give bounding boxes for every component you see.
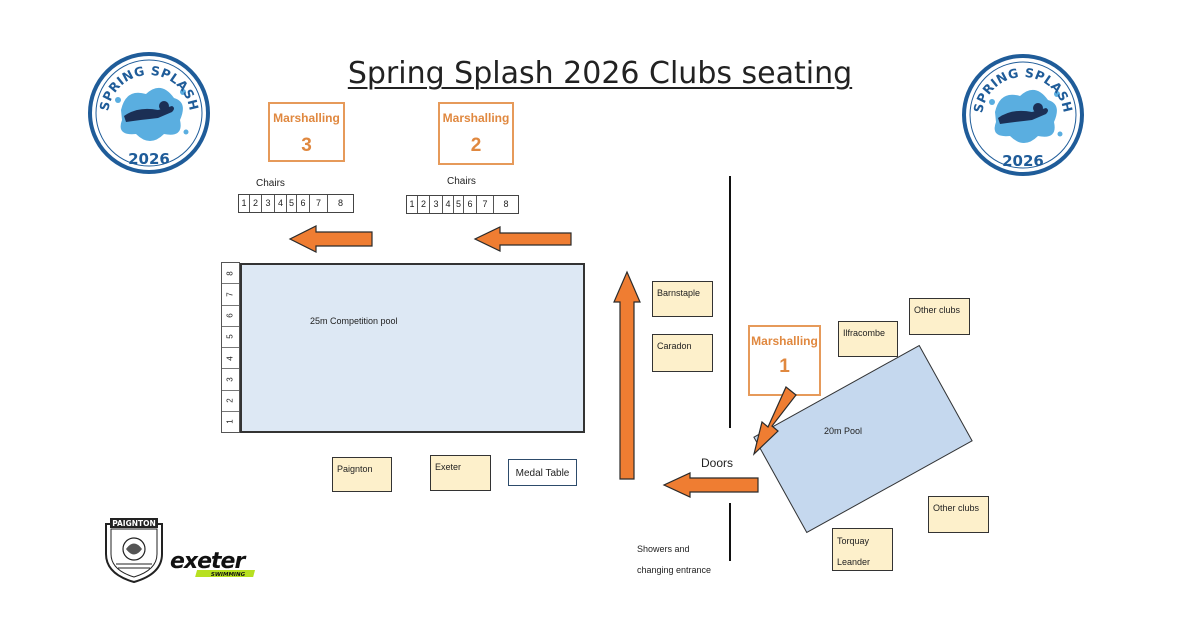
arrow-up-poolside [613, 270, 641, 480]
chair-cell: 1 [407, 196, 418, 213]
chair-cell: 5 [454, 196, 464, 213]
chair-cell: 7 [477, 196, 494, 213]
marshalling-2-box: Marshalling 2 [438, 102, 514, 165]
lane-cell: 5 [222, 327, 239, 348]
lane-cell: 4 [222, 348, 239, 370]
small-pool-label: 20m Pool [824, 426, 863, 436]
spring-splash-logo-left: SPRING SPLASH 2026 [86, 50, 212, 176]
wall-lower [729, 503, 731, 561]
showers-label: Showers and changing entrance [637, 539, 737, 581]
club-barnstaple: Barnstaple [652, 281, 713, 317]
club-other-clubs-bottom: Other clubs [928, 496, 989, 533]
arrow-left-doors [662, 472, 759, 498]
medal-table: Medal Table [508, 459, 577, 486]
chair-cell: 6 [297, 195, 310, 212]
club-ilfracombe: Ilfracombe [838, 321, 898, 357]
page-title: Spring Splash 2026 Clubs seating [347, 56, 853, 91]
club-caradon: Caradon [652, 334, 713, 372]
svg-text:SWIMMING: SWIMMING [211, 572, 246, 578]
chair-cell: 5 [287, 195, 297, 212]
spring-splash-logo-right: SPRING SPLASH 2026 [960, 52, 1086, 178]
lane-cell: 1 [225, 419, 235, 425]
competition-pool-label: 25m Competition pool [310, 316, 398, 326]
showers-line2: changing entrance [637, 565, 712, 575]
svg-text:2026: 2026 [128, 150, 170, 168]
lane-cell: 8 [222, 263, 239, 285]
chair-cell: 6 [464, 196, 477, 213]
showers-line1: Showers and [637, 544, 690, 554]
lane-cell: 2 [222, 391, 239, 412]
arrow-left-marshalling-3 [288, 225, 373, 253]
club-paignton: Paignton [332, 457, 392, 492]
chair-cell: 8 [337, 198, 343, 208]
marshalling-3-number: 3 [301, 135, 312, 156]
chair-cell: 3 [430, 196, 443, 213]
chairs-label-right: Chairs [447, 176, 476, 187]
chairs-row-left: 1 2 3 4 5 6 7 8 [238, 194, 354, 213]
club-torquay-leander: Torquay Leander [832, 528, 893, 571]
doors-label: Doors [701, 456, 734, 470]
lane-cell: 7 [222, 284, 239, 306]
arrow-left-marshalling-2 [473, 226, 572, 252]
club-torquay-line2: Leander [837, 557, 871, 567]
chairs-label-left: Chairs [256, 178, 285, 189]
marshalling-2-number: 2 [470, 135, 482, 156]
chairs-row-right: 1 2 3 4 5 6 7 8 [406, 195, 519, 214]
marshalling-1-box: Marshalling 1 [748, 325, 821, 396]
chair-cell: 1 [239, 195, 250, 212]
marshalling-1-label: Marshalling [751, 334, 818, 348]
marshalling-3-label: Marshalling [273, 111, 340, 125]
chair-cell: 8 [503, 199, 509, 209]
chair-cell: 3 [262, 195, 275, 212]
club-torquay-line1: Torquay [837, 536, 870, 546]
chair-cell: 4 [275, 195, 287, 212]
club-other-clubs-top: Other clubs [909, 298, 970, 335]
lane-cell: 3 [222, 369, 239, 391]
wall-upper [729, 176, 731, 428]
chair-cell: 2 [418, 196, 430, 213]
lane-numbers-column: 8 7 6 5 4 3 2 1 [221, 262, 240, 433]
marshalling-3-box: Marshalling 3 [268, 102, 345, 162]
competition-pool [240, 263, 585, 433]
chair-cell: 4 [443, 196, 454, 213]
svg-text:exeter: exeter [170, 549, 246, 574]
marshalling-2-label: Marshalling [442, 111, 510, 125]
exeter-swimming-logo: exeter SWIMMING [168, 544, 266, 580]
svg-text:2026: 2026 [1002, 152, 1044, 170]
marshalling-1-number: 1 [779, 356, 790, 377]
paignton-crest-logo: PAIGNTON [102, 516, 166, 584]
chair-cell: 2 [250, 195, 262, 212]
club-exeter: Exeter [430, 455, 491, 491]
svg-text:PAIGNTON: PAIGNTON [112, 519, 156, 528]
lane-cell: 6 [222, 306, 239, 327]
chair-cell: 7 [310, 195, 328, 212]
